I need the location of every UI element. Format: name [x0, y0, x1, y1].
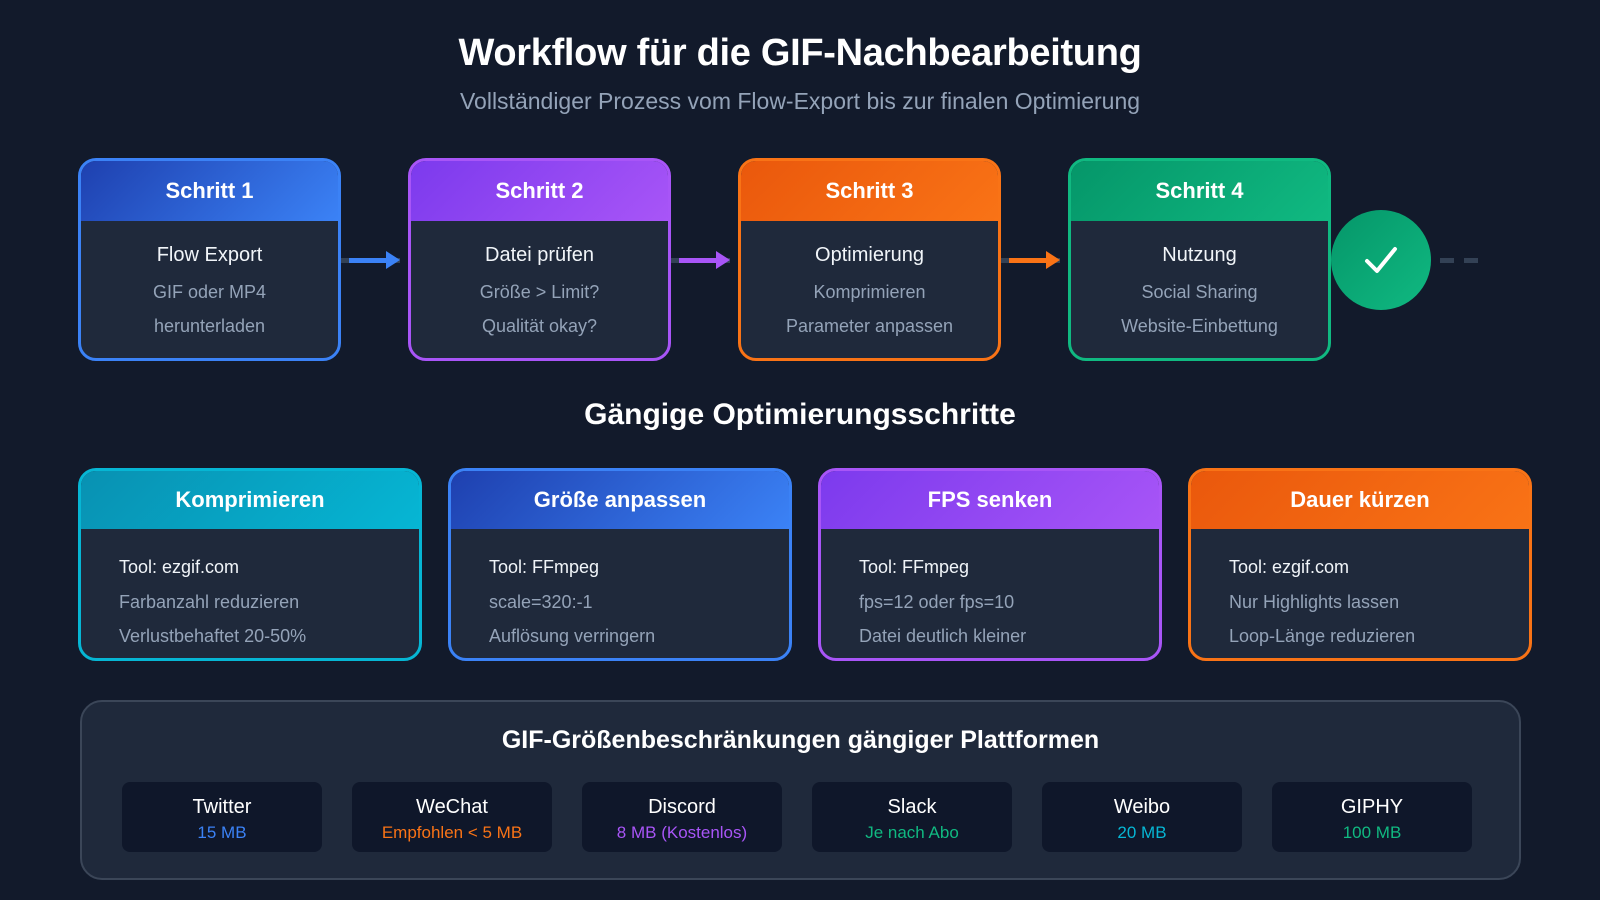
- check-icon: [1365, 247, 1397, 273]
- platform-giphy: GIPHY 100 MB: [1272, 782, 1472, 852]
- completion-badge: [1331, 210, 1431, 310]
- platform-name: WeChat: [416, 796, 488, 818]
- platform-limit: 8 MB (Kostenlos): [616, 823, 748, 842]
- step-detail: herunterladen: [153, 316, 266, 336]
- step-detail: Parameter anpassen: [785, 316, 954, 336]
- step-card-1: Schritt 1 Flow Export GIF oder MP4 herun…: [78, 158, 341, 361]
- platform-name: GIPHY: [1340, 796, 1404, 818]
- optimization-card-duration: Dauer kürzen Tool: ezgif.com Nur Highlig…: [1188, 468, 1532, 661]
- step-detail: Qualität okay?: [481, 316, 598, 336]
- card-detail: Auflösung verringern: [489, 626, 656, 646]
- optimization-card-resize: Größe anpassen Tool: FFmpeg scale=320:-1…: [448, 468, 792, 661]
- card-header: Dauer kürzen: [1191, 471, 1529, 529]
- optimization-card-fps: FPS senken Tool: FFmpeg fps=12 oder fps=…: [818, 468, 1162, 661]
- platform-name: Weibo: [1113, 796, 1171, 818]
- step-header: Schritt 1: [81, 161, 338, 221]
- arrow-icon: [1001, 251, 1060, 269]
- card-tool: Tool: ezgif.com: [1229, 557, 1350, 577]
- platform-limit: Je nach Abo: [865, 823, 959, 842]
- step-title: Optimierung: [815, 244, 924, 266]
- card-tool: Tool: ezgif.com: [119, 557, 240, 577]
- step-detail: Website-Einbettung: [1121, 316, 1278, 336]
- dashed-connector: [1440, 258, 1454, 263]
- step-detail: GIF oder MP4: [152, 282, 267, 302]
- platform-name: Discord: [648, 796, 716, 818]
- card-tool: Tool: FFmpeg: [859, 557, 970, 577]
- step-title: Datei prüfen: [485, 244, 594, 266]
- step-header: Schritt 2: [411, 161, 668, 221]
- platform-name: Slack: [887, 796, 937, 818]
- section-title: Gängige Optimierungsschritte: [584, 398, 1016, 431]
- card-detail: Datei deutlich kleiner: [859, 626, 1027, 646]
- optimization-card-compress: Komprimieren Tool: ezgif.com Farbanzahl …: [78, 468, 422, 661]
- step-card-4: Schritt 4 Nutzung Social Sharing Website…: [1068, 158, 1331, 361]
- step-card-3: Schritt 3 Optimierung Komprimieren Param…: [738, 158, 1001, 361]
- platform-limits-panel: GIF-Größenbeschränkungen gängiger Plattf…: [80, 700, 1521, 880]
- step-card-2: Schritt 2 Datei prüfen Größe > Limit? Qu…: [408, 158, 671, 361]
- step-detail: Komprimieren: [813, 282, 926, 302]
- platform-weibo: Weibo 20 MB: [1042, 782, 1242, 852]
- platform-limit: 100 MB: [1342, 823, 1402, 842]
- step-detail: Größe > Limit?: [479, 282, 600, 302]
- card-header: Größe anpassen: [451, 471, 789, 529]
- step-title: Flow Export: [156, 244, 263, 266]
- step-header: Schritt 4: [1071, 161, 1328, 221]
- platform-twitter: Twitter 15 MB: [122, 782, 322, 852]
- platform-name: Twitter: [192, 796, 252, 818]
- card-detail: Verlustbehaftet 20-50%: [119, 626, 307, 646]
- arrow-icon: [341, 251, 400, 269]
- platform-limit: 15 MB: [197, 823, 247, 842]
- card-detail: Farbanzahl reduzieren: [119, 592, 300, 612]
- platform-wechat: WeChat Empfohlen < 5 MB: [352, 782, 552, 852]
- card-detail: fps=12 oder fps=10: [859, 592, 1015, 612]
- card-detail: scale=320:-1: [489, 592, 593, 612]
- step-header: Schritt 3: [741, 161, 998, 221]
- platform-limit: 20 MB: [1117, 823, 1167, 842]
- panel-title: GIF-Größenbeschränkungen gängiger Plattf…: [501, 726, 1100, 754]
- page-subtitle: Vollständiger Prozess vom Flow-Export bi…: [459, 88, 1141, 114]
- card-detail: Loop-Länge reduzieren: [1229, 626, 1416, 646]
- step-detail: Social Sharing: [1141, 282, 1258, 302]
- arrow-icon: [671, 251, 730, 269]
- platform-limit: Empfohlen < 5 MB: [381, 823, 523, 842]
- page-title: Workflow für die GIF-Nachbearbeitung: [458, 32, 1142, 74]
- card-detail: Nur Highlights lassen: [1229, 592, 1400, 612]
- card-tool: Tool: FFmpeg: [489, 557, 600, 577]
- platform-slack: Slack Je nach Abo: [812, 782, 1012, 852]
- step-title: Nutzung: [1162, 244, 1237, 266]
- card-header: FPS senken: [821, 471, 1159, 529]
- dashed-connector: [1464, 258, 1478, 263]
- card-header: Komprimieren: [81, 471, 419, 529]
- platform-discord: Discord 8 MB (Kostenlos): [582, 782, 782, 852]
